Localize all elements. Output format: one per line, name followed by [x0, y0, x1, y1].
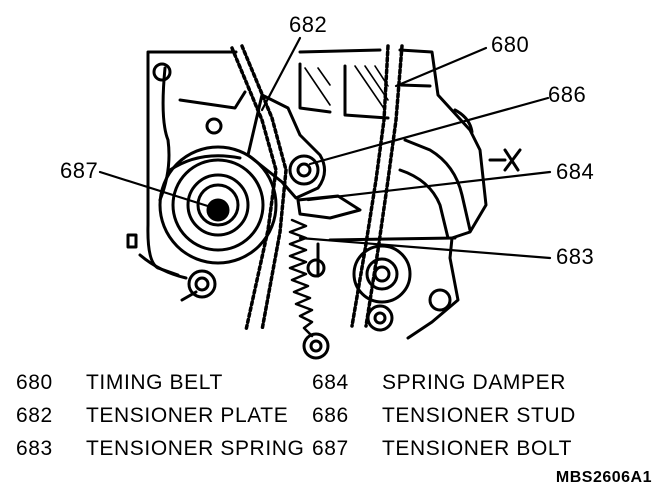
leader-682: [260, 36, 302, 112]
tensioner-bolt-687: [206, 198, 230, 222]
leader-683: [298, 236, 552, 260]
crank-pulley-ring: [186, 173, 250, 237]
figure-code: MBS2606A1: [555, 469, 652, 486]
leader-686: [308, 96, 550, 166]
spring-anchor-bolt: [302, 332, 330, 360]
tensioner-plate-682: [246, 93, 326, 200]
small-mount-bolt: [306, 258, 326, 278]
right-housing-bolt: [428, 288, 452, 312]
parts-legend: 680 TIMING BELT 682 TENSIONER PLATE 683 …: [0, 362, 672, 472]
tensioner-stud-686: [288, 154, 320, 186]
housing-inner-edge: [158, 62, 432, 202]
tensioner-stud-686-core: [296, 162, 312, 178]
timing-belt-680-right-a: [350, 44, 390, 328]
lower-right-bolt: [366, 304, 394, 332]
leader-687: [98, 170, 216, 210]
top-left-bolt: [152, 62, 172, 82]
legend-num-683: 683: [16, 437, 53, 460]
legend-label-686: TENSIONER STUD: [382, 404, 576, 427]
callout-683: 683: [556, 244, 595, 269]
idler-pulley: [352, 244, 412, 304]
callout-687: 687: [60, 158, 99, 183]
legend-label-684: SPRING DAMPER: [382, 371, 566, 394]
engine-housing: [146, 48, 488, 340]
crank-pulley-rim: [171, 158, 265, 252]
idler-pulley-inner: [365, 257, 399, 291]
crank-pulley-outer: [158, 145, 278, 265]
leader-680: [394, 46, 488, 88]
callout-680: 680: [491, 32, 530, 57]
callout-684: 684: [556, 159, 595, 184]
lower-right-bolt-core: [373, 311, 387, 325]
spring-anchor-bolt-core: [309, 339, 323, 353]
callout-686: 686: [548, 82, 587, 107]
legend-label-680: TIMING BELT: [86, 371, 223, 394]
timing-belt-680-right-b: [364, 44, 404, 328]
tensioner-assembly-drawing: [98, 36, 552, 360]
legend-label-682: TENSIONER PLATE: [86, 404, 289, 427]
crank-pulley-arc: [168, 154, 242, 172]
legend-label-683: TENSIONER SPRING: [86, 437, 305, 460]
timing-belt-680-left-b: [240, 44, 288, 332]
legend-label-687: TENSIONER BOLT: [382, 437, 573, 460]
legend-num-682: 682: [16, 404, 53, 427]
callout-682: 682: [289, 12, 328, 37]
timing-belt-680-left-a: [230, 46, 278, 332]
legend-num-687: 687: [312, 437, 349, 460]
left-mount-bolt: [205, 117, 223, 135]
leader-684: [306, 170, 552, 202]
idler-pulley-core: [373, 265, 391, 283]
housing-lower-line: [138, 253, 198, 302]
hatch-lines: [304, 65, 389, 111]
crank-pulley-hub: [196, 183, 240, 227]
legend-num-684: 684: [312, 371, 349, 394]
lower-left-bolt: [187, 269, 217, 299]
lower-left-bolt-core: [194, 276, 210, 292]
legend-num-686: 686: [312, 404, 349, 427]
housing-tab: [126, 233, 138, 249]
legend-num-680: 680: [16, 371, 53, 394]
